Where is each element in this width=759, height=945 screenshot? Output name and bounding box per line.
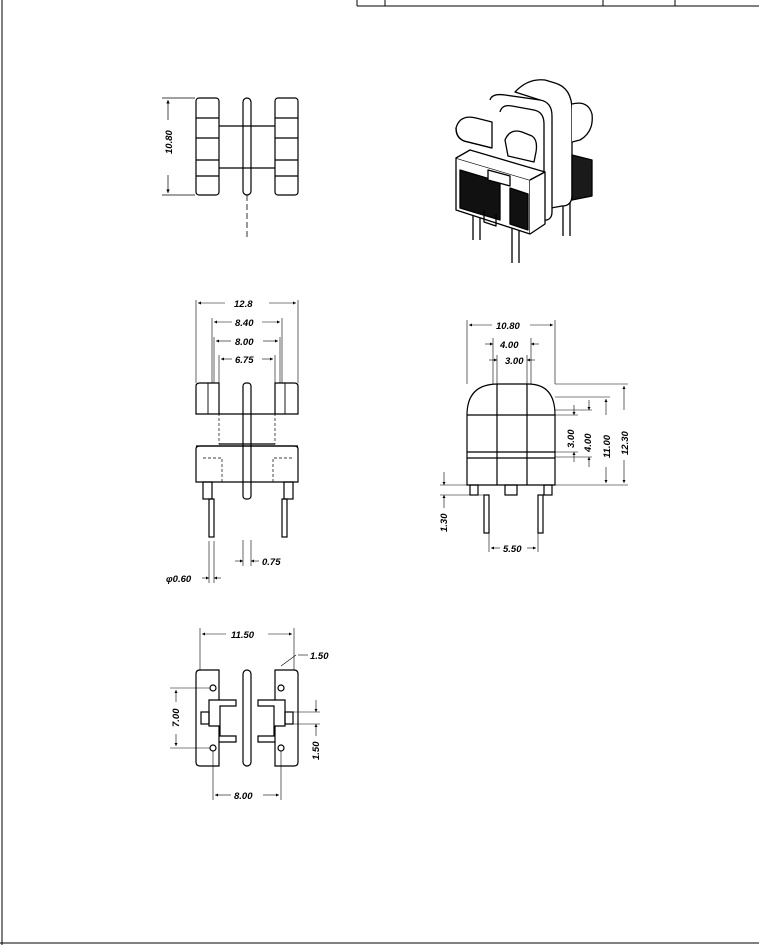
front-width-inner: 6.75 — [235, 355, 254, 366]
front-width-overall: 12.8 — [234, 299, 253, 310]
front-width-flange: 8.40 — [235, 318, 254, 329]
front-width-core: 8.00 — [235, 337, 254, 348]
side-view — [440, 320, 628, 552]
bottom-width-overall: 11.50 — [231, 630, 255, 641]
side-pin-spacing: 5.50 — [503, 544, 522, 555]
side-height-mid: 4.00 — [583, 433, 594, 453]
side-width-mid: 4.00 — [499, 340, 519, 351]
front-pin-tol: 0.75 — [262, 557, 281, 568]
side-height-inner: 3.00 — [566, 429, 577, 448]
bottom-slot-side: 1.50 — [311, 741, 322, 760]
bottom-view — [170, 628, 320, 800]
side-width-inner: 3.00 — [505, 356, 524, 367]
bottom-pin-pitch: 8.00 — [234, 791, 253, 802]
top-view-height-dim: 10.80 — [164, 130, 175, 154]
side-standoff: 1.30 — [439, 513, 450, 532]
front-pin-dia: φ0.60 — [166, 574, 192, 585]
side-height-body: 11.00 — [602, 434, 613, 458]
top-view — [162, 97, 299, 238]
bottom-slot: 1.50 — [310, 651, 329, 662]
isometric-view — [455, 79, 593, 263]
bottom-height-pins: 7.00 — [171, 708, 182, 727]
side-height-overall: 12.30 — [620, 431, 631, 455]
side-width-overall: 10.80 — [496, 321, 520, 332]
front-view — [195, 300, 299, 583]
